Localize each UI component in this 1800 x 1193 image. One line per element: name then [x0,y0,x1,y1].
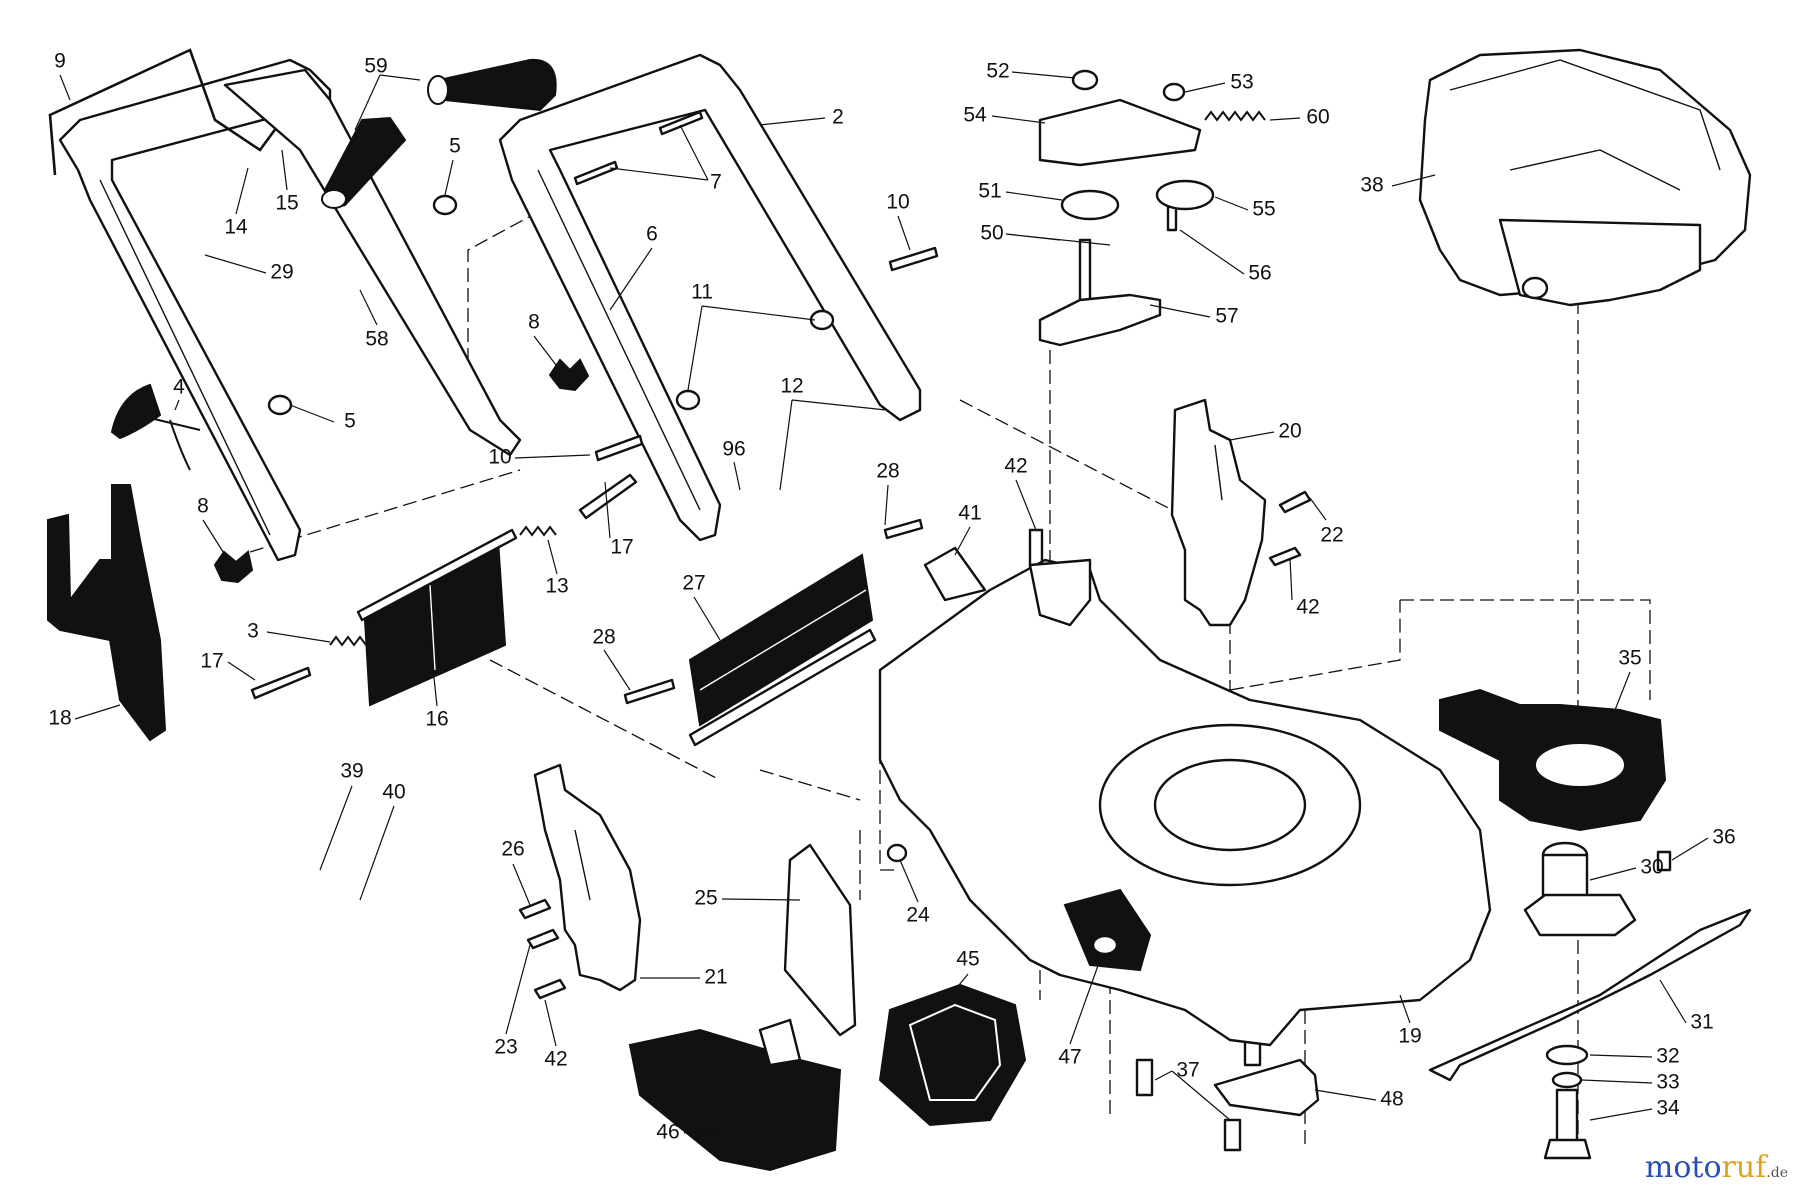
upper-handle-right [498,53,922,542]
washers-5-11 [267,194,908,863]
height-adjuster-20 [1170,398,1267,627]
callout-56: 56 [1248,262,1271,285]
callout-34: 34 [1656,1097,1680,1120]
wing-nuts-8 [213,358,590,584]
callout-15: 15 [275,192,298,215]
callout-13: 13 [545,575,568,598]
idler-parts-50-57 [1038,69,1215,347]
watermark-accent: ruf [1721,1150,1767,1185]
callout-37: 37 [1176,1059,1199,1082]
callout-19: 19 [1398,1025,1421,1048]
callout-29: 29 [270,261,293,284]
callout-48: 48 [1380,1088,1403,1111]
callout-5: 5 [449,135,461,158]
mower-deck-19 [878,558,1492,1047]
callout-35: 35 [1618,647,1641,670]
callout-10: 10 [886,191,909,214]
callout-2: 2 [832,106,844,129]
watermark-suffix: .de [1766,1165,1788,1181]
grass-deflector-18 [47,484,167,742]
callout-10: 10 [488,446,511,469]
callout-3: 3 [247,620,259,643]
discharge-door-45 [878,983,1027,1127]
callout-21: 21 [704,966,727,989]
callout-11: 11 [691,281,713,304]
handle-center [223,68,522,457]
mulch-plug-27 [688,553,877,747]
callout-32: 32 [1656,1045,1679,1068]
callout-53: 53 [1230,71,1253,94]
springs-3-13 [329,110,1266,647]
watermark-main: moto [1644,1150,1722,1185]
callout-30: 30 [1640,856,1663,879]
callout-17: 17 [200,650,223,673]
callout-7: 7 [710,171,722,194]
callout-42: 42 [1004,455,1027,478]
callout-52: 52 [986,60,1009,83]
callout-47: 47 [1058,1046,1081,1069]
callout-20: 20 [1278,420,1301,443]
callout-28: 28 [876,460,899,483]
grip-59 [321,58,557,209]
callout-38: 38 [1360,174,1383,197]
callout-60: 60 [1306,106,1329,129]
blade-adapter-30 [1523,841,1637,937]
callout-16: 16 [425,708,448,731]
watermark: motoruf.de [1645,1150,1788,1185]
callout-14: 14 [224,216,248,239]
callout-58: 58 [365,328,388,351]
callout-57: 57 [1215,305,1238,328]
mulch-cover-46 [628,1018,842,1172]
blade-adapter-35 [1439,688,1667,832]
callout-6: 6 [646,223,658,246]
callout-96: 96 [722,438,745,461]
callout-22: 22 [1320,524,1343,547]
engine-38 [1418,48,1752,307]
callout-41: 41 [958,502,981,525]
callout-42: 42 [1296,596,1319,619]
callout-18: 18 [48,707,71,730]
blade-hardware-32-33-34 [1543,1044,1592,1160]
callout-40: 40 [382,781,405,804]
callout-46: 46 [656,1121,679,1144]
callout-5: 5 [344,410,356,433]
deflector-41 [923,546,987,602]
callout-50: 50 [980,222,1003,245]
callout-36: 36 [1712,826,1735,849]
callout-33: 33 [1656,1071,1679,1094]
baffle-48 [1213,1058,1320,1117]
callout-31: 31 [1690,1011,1713,1034]
callout-39: 39 [340,760,363,783]
callout-25: 25 [694,887,717,910]
callout-8: 8 [528,311,540,334]
callout-42: 42 [544,1048,567,1071]
callout-17: 17 [610,536,633,559]
callout-59: 59 [364,55,387,78]
knob-4 [110,383,201,471]
callout-23: 23 [494,1036,517,1059]
blade-31 [1428,908,1752,1082]
callout-12: 12 [780,375,803,398]
callout-45: 45 [956,948,979,971]
callout-26: 26 [501,838,524,861]
rear-door-16 [356,528,518,707]
callout-9: 9 [54,50,66,73]
bail-bar-9 [48,48,284,176]
leader-lines [59,71,1709,1134]
rear-baffle-25 [783,843,857,1037]
callout-4: 4 [173,376,185,399]
callout-51: 51 [978,180,1001,203]
callout-8: 8 [197,495,209,518]
callout-55: 55 [1252,198,1275,221]
upper-handle-left [58,58,332,562]
callout-24: 24 [906,904,930,927]
callout-28: 28 [592,626,615,649]
height-adjuster-21 [533,763,642,992]
callout-27: 27 [682,572,705,595]
callout-54: 54 [963,104,987,127]
